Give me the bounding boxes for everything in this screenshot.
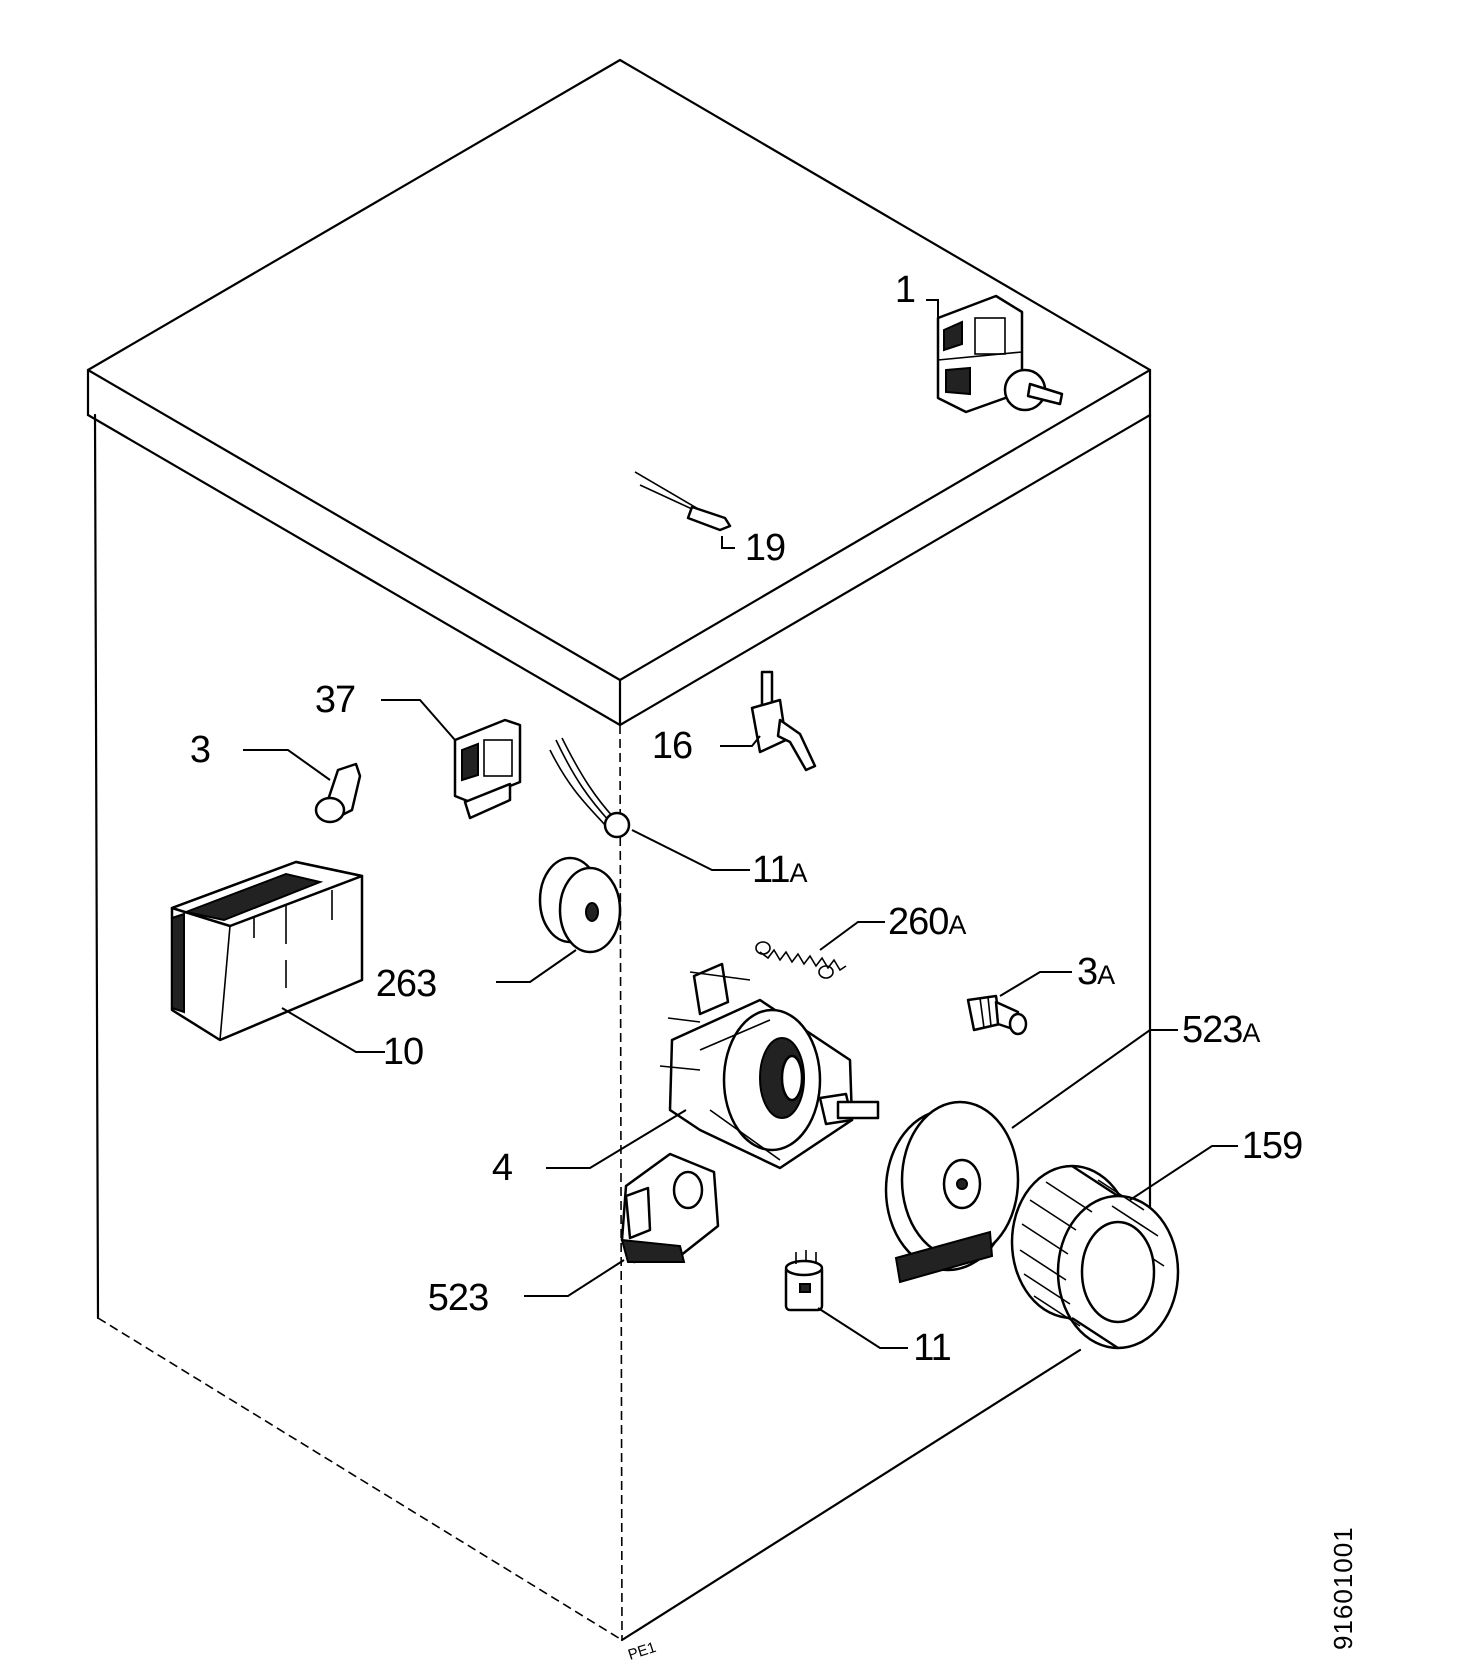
label-part-10: 10	[383, 1031, 423, 1073]
part-260a-spring	[755, 941, 847, 979]
cabinet-left-edge	[93, 413, 100, 1320]
part-3a-valve	[966, 994, 1028, 1036]
part-37-module	[453, 718, 522, 820]
label-part-260a: 260A	[888, 901, 966, 943]
label-part-11a: 11A	[752, 849, 807, 891]
part-3-latch	[314, 762, 362, 824]
part-1-switch	[936, 294, 1064, 414]
label-part-263: 263	[376, 963, 436, 1005]
corner-mark: PE1	[626, 1639, 658, 1664]
part-19-sensor	[634, 471, 732, 532]
cabinet-bottom-left-edge	[97, 1317, 623, 1641]
part-159-fan-wheel	[1010, 1164, 1180, 1350]
label-part-37: 37	[315, 679, 355, 721]
part-523a-fan-housing	[884, 1100, 1020, 1284]
label-part-3: 3	[190, 729, 210, 771]
part-4-motor	[659, 962, 880, 1170]
part-10-filter	[170, 860, 364, 1042]
part-11-capacitor	[784, 1250, 824, 1312]
label-part-159: 159	[1242, 1125, 1302, 1167]
label-part-11: 11	[913, 1327, 950, 1369]
label-part-523: 523	[428, 1277, 488, 1319]
part-16-switch-lever	[750, 670, 817, 772]
label-part-523a: 523A	[1182, 1009, 1260, 1051]
cabinet-bottom-right-edge	[620, 1348, 1082, 1642]
cabinet-outline	[86, 58, 1152, 1642]
part-523-bracket	[620, 1152, 720, 1264]
cabinet-front-edge	[619, 724, 623, 1641]
part-11a-harness	[549, 737, 631, 839]
part-263-pulley	[538, 856, 622, 954]
label-part-3a: 3A	[1077, 951, 1115, 993]
label-part-16: 16	[652, 725, 692, 767]
label-part-4: 4	[492, 1147, 513, 1189]
document-id: 91601001	[1328, 1526, 1358, 1650]
label-part-1: 1	[895, 269, 915, 311]
label-part-19: 19	[745, 527, 785, 569]
